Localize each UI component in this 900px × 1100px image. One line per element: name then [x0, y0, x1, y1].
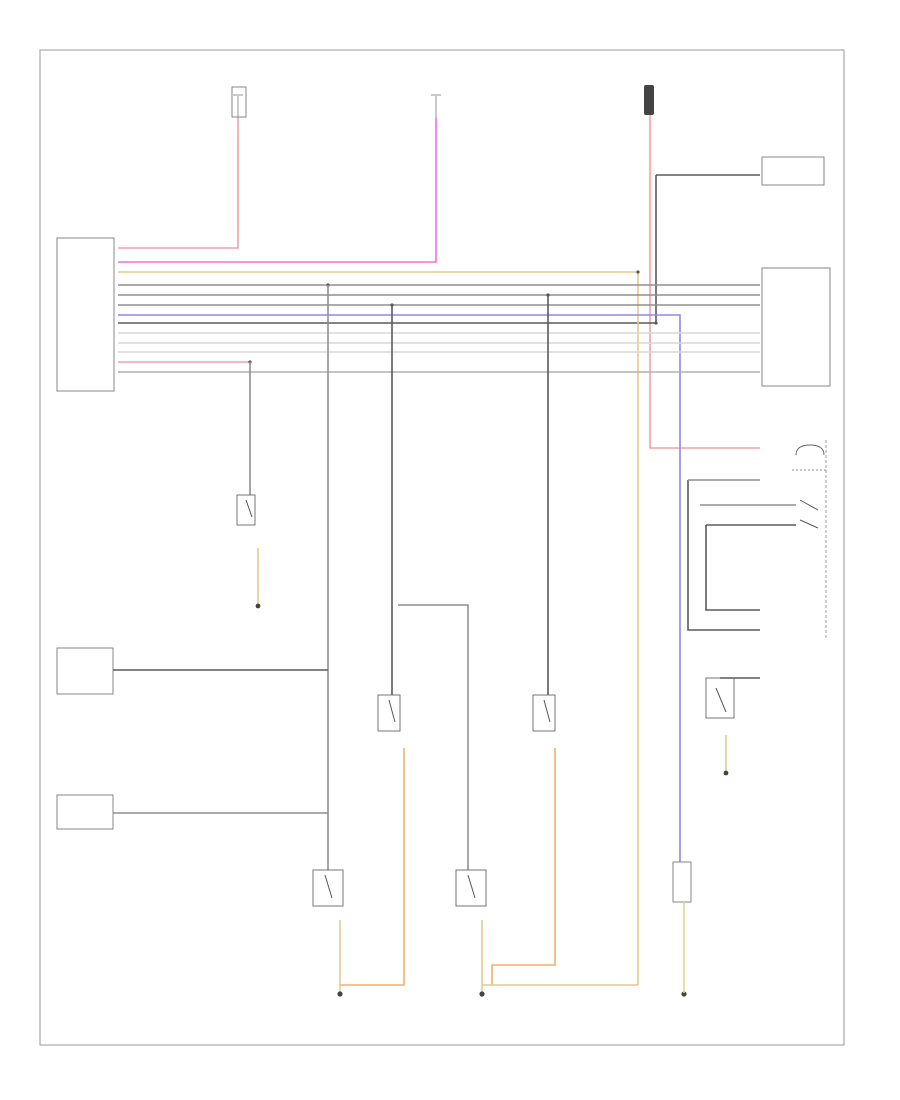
switch-mid-right — [532, 694, 556, 732]
wire-blue — [118, 314, 681, 870]
left-lower-box — [56, 794, 114, 830]
ground-mid-icon — [479, 991, 485, 997]
left-ground-icon — [255, 603, 261, 609]
left-small-switch — [236, 494, 256, 526]
wire-orange-mid-left — [340, 748, 405, 986]
wire-pink-feed — [118, 118, 437, 263]
wire-dark-right-3 — [705, 525, 760, 611]
wire-dark-right-1 — [687, 480, 760, 631]
hot-in-start-or-run-fuse — [431, 94, 441, 118]
right-harness-box — [761, 267, 831, 387]
hot-at-all-times-fuse — [231, 86, 247, 118]
right-sensor-box — [672, 861, 692, 903]
ground-right-icon — [681, 991, 687, 997]
wire-red-feed — [118, 118, 239, 249]
wire-red-fusible — [649, 115, 760, 449]
diagram-frame — [39, 49, 845, 1046]
switch-bottom-mid — [455, 869, 487, 907]
wire-dark-fusible — [118, 175, 657, 324]
wire-orange-mid-right — [491, 748, 556, 985]
left-mid-box — [56, 647, 114, 695]
switch-mid-left — [377, 694, 401, 732]
switch-bottom-left — [312, 869, 344, 907]
right-top-box — [761, 156, 825, 186]
control-module — [56, 237, 115, 392]
right-lower-switch — [705, 677, 735, 719]
wire-tan-main — [118, 271, 639, 985]
ground-left-icon — [337, 991, 343, 997]
right-lower-ground-icon — [723, 770, 729, 776]
right-switch-cluster — [792, 440, 827, 640]
wire-gray-bridge — [398, 604, 469, 870]
fusible-link — [644, 85, 654, 115]
